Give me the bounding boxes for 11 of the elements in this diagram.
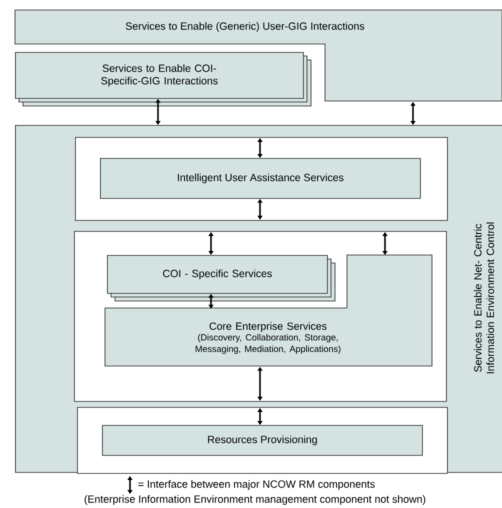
interface-arrow bbox=[382, 232, 388, 255]
interface-arrow bbox=[208, 232, 214, 255]
legend-text: = Interface between major NCOW RM components bbox=[138, 480, 375, 490]
service-box: Resources Provisioning bbox=[102, 425, 423, 456]
service-box: Intelligent User Assistance Services bbox=[100, 158, 421, 199]
interface-arrow bbox=[257, 408, 263, 425]
stacked-service-box: COI - Specific Services bbox=[107, 255, 336, 302]
note: (Enterprise Information Environment management component not shown) bbox=[84, 495, 426, 505]
node-label: Services to Enable (Generic) User-GIG Interactions bbox=[126, 22, 364, 32]
interface-arrow bbox=[257, 138, 263, 158]
stacked-service-box: Services to Enable COI-Specific-GIG Interactions bbox=[15, 52, 312, 106]
